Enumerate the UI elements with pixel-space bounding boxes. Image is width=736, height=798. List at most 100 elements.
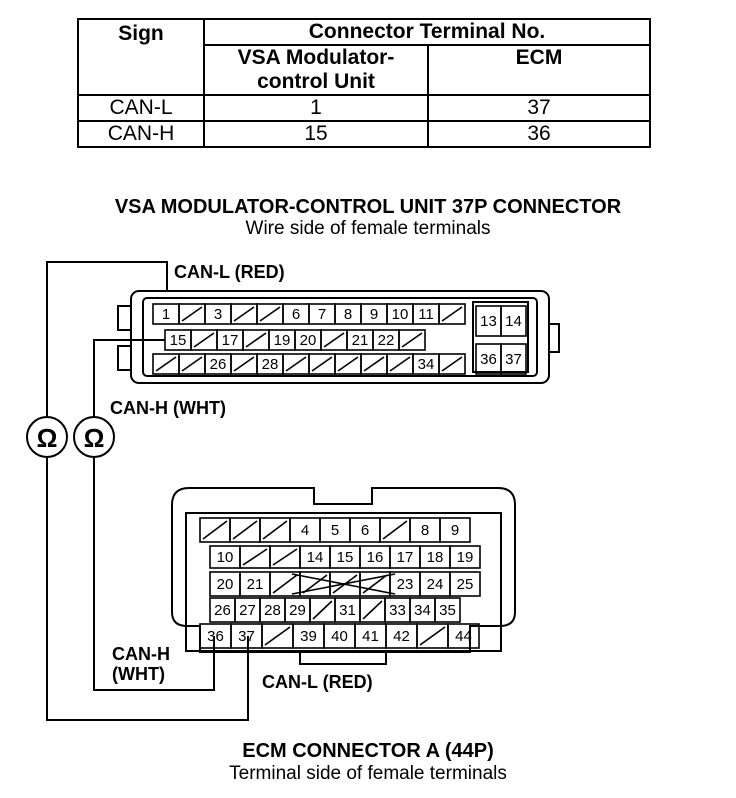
ecm-cavity bbox=[447, 623, 480, 649]
vsa-empty-cavity bbox=[233, 306, 255, 322]
ohmmeter-circle-right bbox=[73, 416, 115, 458]
vsa-cavity bbox=[500, 305, 527, 337]
ecm-terminal-16: 16 bbox=[367, 549, 384, 566]
ecm-terminal-36: 36 bbox=[207, 628, 224, 645]
ecm-terminal-42: 42 bbox=[393, 628, 410, 645]
can-l-wire bbox=[46, 261, 249, 721]
ecm-terminal-31: 31 bbox=[339, 602, 356, 619]
ecm-empty-cavity bbox=[419, 626, 446, 646]
table-row: CAN-L 1 37 bbox=[77, 94, 651, 122]
ecm-empty-cavity bbox=[362, 600, 383, 620]
can-h-wire bbox=[93, 339, 215, 691]
vsa-cell: 15 bbox=[203, 120, 429, 148]
ecm-cell: 36 bbox=[427, 120, 651, 148]
vsa-header-line1: VSA Modulator- bbox=[237, 46, 395, 69]
ecm-empty-cavity bbox=[312, 600, 333, 620]
ecm-terminal-26: 26 bbox=[214, 602, 231, 619]
ecm-terminal-17: 17 bbox=[397, 549, 414, 566]
sign-header: Sign bbox=[77, 18, 205, 96]
vsa-terminal-1: 1 bbox=[162, 306, 170, 323]
vsa-empty-cavity bbox=[193, 332, 215, 348]
vsa-empty-cavity bbox=[337, 356, 359, 372]
ecm-empty-cavity bbox=[362, 574, 388, 594]
vsa-connector-inner bbox=[142, 297, 538, 377]
vsa-terminal-36: 36 bbox=[480, 351, 497, 368]
ecm-empty-cavity bbox=[262, 520, 288, 540]
vsa-empty-cavity bbox=[441, 356, 463, 372]
vsa-terminal-17: 17 bbox=[222, 332, 239, 349]
ecm-empty-cavity bbox=[272, 574, 298, 594]
vsa-empty-cavity bbox=[311, 356, 333, 372]
vsa-empty-cavity bbox=[441, 306, 463, 322]
ecm-empty-cavity bbox=[272, 548, 298, 566]
vsa-empty-cavity bbox=[181, 306, 203, 322]
ecm-cavity bbox=[449, 571, 481, 597]
vsa-empty-cavity bbox=[181, 356, 203, 372]
ecm-can-l-label: CAN-L (RED) bbox=[262, 672, 373, 692]
vsa-header-line2: control Unit bbox=[257, 70, 375, 93]
vsa-terminal-10: 10 bbox=[392, 306, 409, 323]
ecm-terminal-25: 25 bbox=[457, 576, 474, 593]
ecm-header: ECM bbox=[427, 44, 651, 96]
ecm-connector-title: ECM CONNECTOR A (44P) bbox=[242, 740, 494, 762]
ohmmeter-circle-left bbox=[26, 416, 68, 458]
vsa-can-h-label: CAN-H (WHT) bbox=[110, 398, 226, 418]
ecm-bottom-key bbox=[299, 651, 387, 665]
vsa-connector-subtitle: Wire side of female terminals bbox=[245, 218, 491, 239]
ecm-cavity bbox=[434, 597, 461, 623]
vsa-latch-right bbox=[548, 323, 560, 353]
ecm-terminal-44: 44 bbox=[455, 628, 472, 645]
vsa-empty-cavity bbox=[285, 356, 307, 372]
ecm-terminal-33: 33 bbox=[389, 602, 406, 619]
vsa-terminal-22: 22 bbox=[378, 332, 395, 349]
ecm-terminal-29: 29 bbox=[289, 602, 306, 619]
ecm-terminal-23: 23 bbox=[397, 576, 414, 593]
vsa-terminal-20: 20 bbox=[300, 332, 317, 349]
ecm-terminal-40: 40 bbox=[331, 628, 348, 645]
vsa-cavity bbox=[438, 303, 466, 325]
ecm-can-h-label-line2: (WHT) bbox=[112, 664, 165, 684]
vsa-latch-left bbox=[117, 305, 132, 331]
vsa-connector-title: VSA MODULATOR-CONTROL UNIT 37P CONNECTOR bbox=[114, 196, 622, 218]
vsa-cavity bbox=[500, 343, 527, 375]
vsa-terminal-28: 28 bbox=[262, 356, 279, 373]
ecm-terminal-10: 10 bbox=[217, 549, 234, 566]
ecm-terminal-39: 39 bbox=[300, 628, 317, 645]
ecm-terminal-20: 20 bbox=[217, 576, 234, 593]
ecm-terminal-34: 34 bbox=[414, 602, 431, 619]
ecm-empty-cavity bbox=[382, 520, 408, 540]
ecm-terminal-8: 8 bbox=[421, 522, 429, 539]
ecm-empty-cavity bbox=[264, 626, 291, 646]
vsa-terminal-37: 37 bbox=[505, 351, 522, 368]
sign-cell: CAN-H bbox=[77, 120, 205, 148]
vsa-unit-header: VSA Modulator- control Unit bbox=[203, 44, 429, 96]
ecm-empty-cavity bbox=[202, 520, 228, 540]
ecm-terminal-19: 19 bbox=[457, 549, 474, 566]
vsa-cavity bbox=[438, 353, 466, 375]
vsa-terminal-7: 7 bbox=[318, 306, 326, 323]
vsa-terminal-34: 34 bbox=[418, 356, 435, 373]
sign-cell: CAN-L bbox=[77, 94, 205, 122]
ecm-cell: 37 bbox=[427, 94, 651, 122]
vsa-cell: 1 bbox=[203, 94, 429, 122]
ohmmeter-symbol-left: Ω bbox=[37, 423, 58, 453]
ecm-cavity bbox=[449, 545, 481, 569]
vsa-terminal-19: 19 bbox=[274, 332, 291, 349]
vsa-empty-cavity bbox=[233, 356, 255, 372]
ecm-empty-cavity bbox=[302, 574, 328, 594]
vsa-terminal-8: 8 bbox=[344, 306, 352, 323]
vsa-terminal-13: 13 bbox=[480, 313, 497, 330]
ecm-terminal-5: 5 bbox=[331, 522, 339, 539]
ecm-connector-subtitle: Terminal side of female terminals bbox=[229, 763, 507, 784]
vsa-empty-cavity bbox=[401, 332, 423, 348]
vsa-terminal-6: 6 bbox=[292, 306, 300, 323]
ecm-terminal-4: 4 bbox=[301, 522, 309, 539]
ecm-empty-cavity bbox=[242, 548, 268, 566]
ecm-terminal-6: 6 bbox=[361, 522, 369, 539]
ecm-empty-cavity bbox=[232, 520, 258, 540]
ecm-cavity bbox=[439, 517, 471, 543]
vsa-cavity bbox=[398, 329, 426, 351]
vsa-empty-cavity bbox=[155, 356, 177, 372]
ecm-can-h-label-line1: CAN-H bbox=[112, 644, 170, 664]
